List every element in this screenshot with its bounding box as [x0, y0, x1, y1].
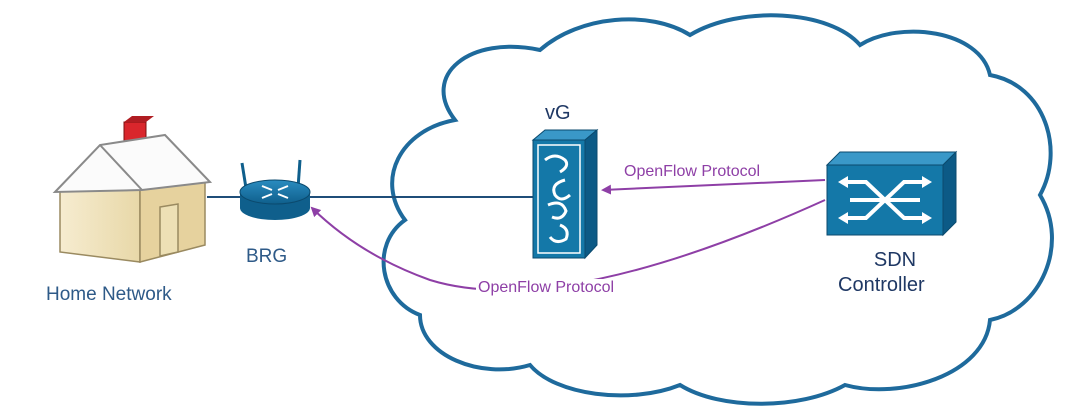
openflow-upper-arrow: [601, 179, 826, 195]
home-network-label: Home Network: [46, 284, 172, 305]
sdn-controller-icon: [825, 150, 958, 237]
router-icon: [239, 159, 311, 220]
openflow-upper-label: OpenFlow Protocol: [622, 163, 763, 181]
cloud-shape: [381, 13, 1054, 406]
virtual-gateway-icon: [531, 128, 599, 260]
sdn-label: SDN: [873, 249, 917, 271]
brg-label: BRG: [246, 246, 288, 267]
house-icon: [52, 116, 213, 263]
openflow-lower-label: OpenFlow Protocol: [476, 279, 617, 297]
controller-label: Controller: [838, 274, 925, 296]
vg-label: vG: [545, 102, 571, 124]
